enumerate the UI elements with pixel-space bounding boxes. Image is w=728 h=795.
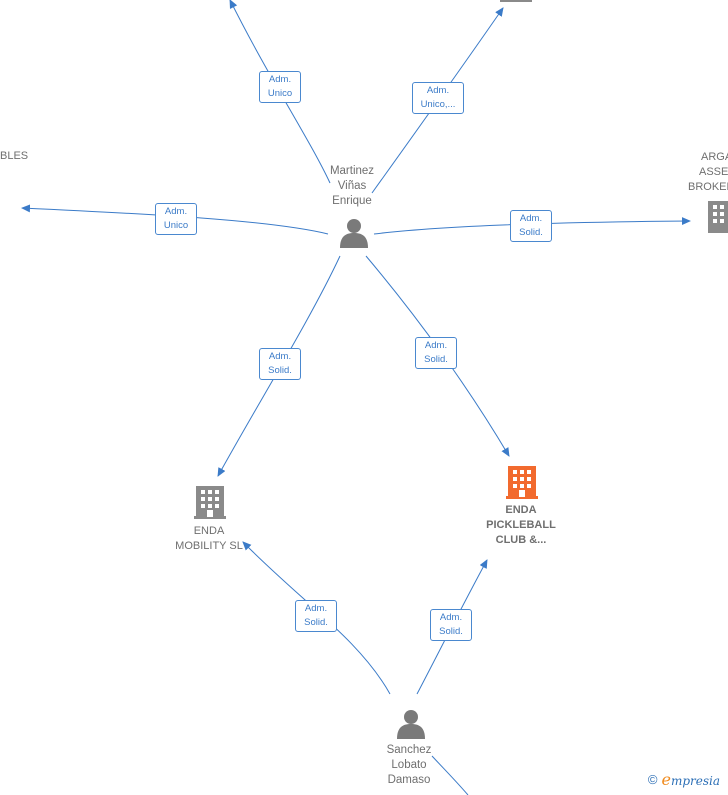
edge-label-e3[interactable]: Adm. Unico xyxy=(155,203,197,235)
edge-label-line: Adm. xyxy=(519,213,543,224)
company-label-enda-pickleball[interactable]: ENDA PICKLEBALL CLUB &... xyxy=(476,503,566,548)
brand-watermark: © empresia xyxy=(648,770,720,789)
edge-label-e2[interactable]: Adm. Unico,... xyxy=(412,82,464,114)
label-line: Viñas xyxy=(337,180,367,192)
person-label-sanchez[interactable]: Sanchez Lobato Damaso xyxy=(378,743,440,788)
label-line: ASSE xyxy=(699,166,728,178)
edge-label-line: Solid. xyxy=(519,227,543,238)
edge-label-line: Adm. xyxy=(439,612,463,623)
company-label-bles[interactable]: BLES xyxy=(0,149,30,164)
edge-line-e3 xyxy=(21,204,329,235)
edge-label-line: Adm. xyxy=(164,206,188,217)
brand-initial: e xyxy=(661,770,671,789)
edge-label-line: Adm. xyxy=(304,603,328,614)
copyright-icon: © xyxy=(647,772,658,787)
building-icon xyxy=(500,0,532,2)
edge-label-line: Adm. xyxy=(268,74,292,85)
building-icon xyxy=(708,201,728,233)
person-icon xyxy=(340,219,368,248)
brand-name: mpresia xyxy=(670,774,720,788)
edge-label-line: Unico xyxy=(267,88,293,99)
edge-label-line: Unico xyxy=(163,220,189,231)
label-line: ENDA xyxy=(193,525,225,537)
edge-label-line: Adm. xyxy=(424,340,448,351)
label-line: MOBILITY SL xyxy=(175,540,243,552)
edge-label-line: Solid. xyxy=(304,617,328,628)
company-label-enda-mobility[interactable]: ENDA MOBILITY SL xyxy=(166,524,252,554)
edge-label-line: Solid. xyxy=(268,365,292,376)
edge-label-e5[interactable]: Adm. Solid. xyxy=(259,348,301,380)
person-icon xyxy=(397,710,425,739)
label-line: Lobato xyxy=(391,759,427,771)
label-line: Enrique xyxy=(332,195,372,207)
edge-label-e4[interactable]: Adm. Solid. xyxy=(510,210,552,242)
label-line: BLES xyxy=(0,150,29,162)
edge-label-line: Adm. xyxy=(426,85,450,96)
label-line: CLUB &... xyxy=(495,534,547,546)
person-label-martinez[interactable]: Martinez Viñas Enrique xyxy=(322,164,382,209)
edge-label-e6[interactable]: Adm. Solid. xyxy=(415,337,457,369)
label-line: PICKLEBALL xyxy=(486,519,556,531)
label-line: BROKER xyxy=(688,181,728,193)
edge-label-line: Unico,... xyxy=(420,99,456,110)
edge-label-e8[interactable]: Adm. Solid. xyxy=(430,609,472,641)
building-icon xyxy=(194,486,226,519)
edge-line-extra xyxy=(431,755,469,795)
edge-line-e4 xyxy=(373,217,691,235)
label-line: Damaso xyxy=(387,774,431,786)
edge-label-e7[interactable]: Adm. Solid. xyxy=(295,600,337,632)
edge-label-line: Adm. xyxy=(268,351,292,362)
label-line: Martinez xyxy=(329,165,375,177)
label-line: Sanchez xyxy=(386,744,432,756)
building-icon xyxy=(506,466,538,499)
label-line: ENDA xyxy=(505,504,537,516)
edge-label-line: Solid. xyxy=(439,626,463,637)
edge-line-e1 xyxy=(229,0,331,184)
edge-label-e1[interactable]: Adm. Unico xyxy=(259,71,301,103)
edge-label-line: Solid. xyxy=(424,354,448,365)
